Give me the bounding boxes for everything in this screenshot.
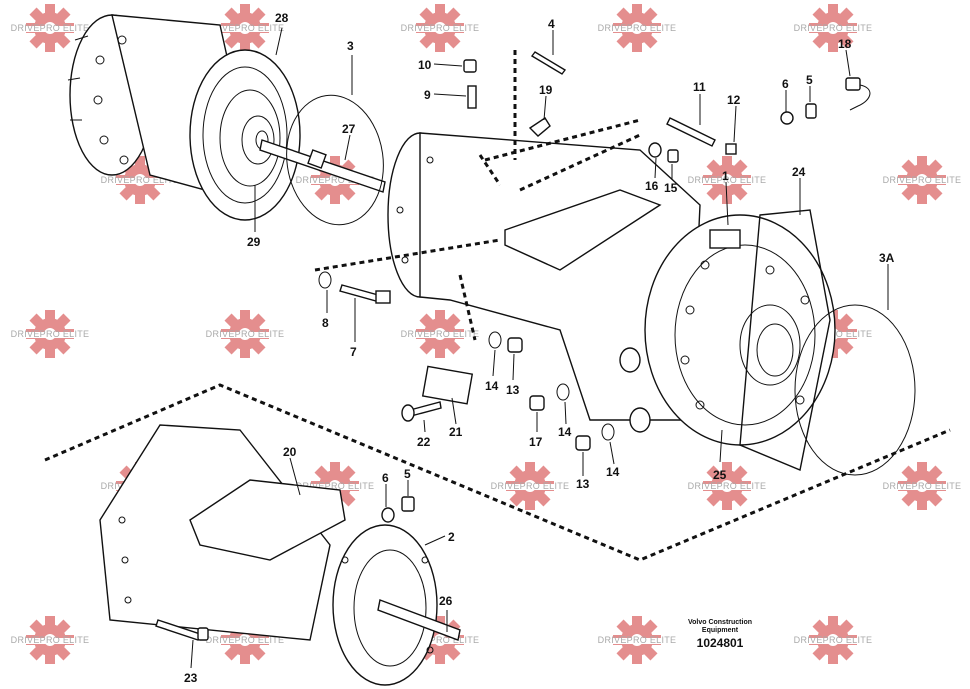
watermark-gear-icon: DRIVEPRO ELITE xyxy=(787,616,879,664)
callout-21: 21 xyxy=(449,425,463,439)
callout-17: 17 xyxy=(529,435,543,449)
watermark-gear-icon: DRIVEPRO ELITE xyxy=(199,4,291,52)
callout-16: 16 xyxy=(645,179,659,193)
callout-1: 1 xyxy=(722,169,729,183)
leader-lines xyxy=(190,27,889,669)
callout-26: 26 xyxy=(439,594,453,608)
watermark-text: DRIVEPRO ELITE xyxy=(401,329,480,339)
watermark-text: DRIVEPRO ELITE xyxy=(206,329,285,339)
brand-line-2: Equipment xyxy=(702,627,739,634)
watermark-text: DRIVEPRO ELITE xyxy=(883,481,962,491)
watermark-gear-icon: DRIVEPRO ELITE xyxy=(4,616,96,664)
callout-2: 2 xyxy=(448,530,455,544)
watermark-gear-icon: DRIVEPRO ELITE xyxy=(876,462,968,510)
watermark-text: DRIVEPRO ELITE xyxy=(296,481,375,491)
watermark-gear-icon: DRIVEPRO ELITE xyxy=(199,616,291,664)
callout-20: 20 xyxy=(283,445,297,459)
watermark-gear-icon: DRIVEPRO ELITE xyxy=(4,4,96,52)
callout-18: 18 xyxy=(838,37,852,51)
watermark-text: DRIVEPRO ELITE xyxy=(688,481,767,491)
callout-6-lower: 6 xyxy=(382,471,389,485)
watermark-text: DRIVEPRO ELITE xyxy=(11,23,90,33)
assembly-dashed-lines xyxy=(44,50,951,562)
o-ring xyxy=(286,94,384,226)
watermark-gear-icon: DRIVEPRO ELITE xyxy=(289,462,381,510)
callout-28: 28 xyxy=(275,11,289,25)
callout-5-upper: 5 xyxy=(806,73,813,87)
watermark-text: DRIVEPRO ELITE xyxy=(491,481,570,491)
watermark-text: DRIVEPRO ELITE xyxy=(794,635,873,645)
callout-14-c: 14 xyxy=(606,465,620,479)
watermark-text: DRIVEPRO ELITE xyxy=(11,329,90,339)
brand-line-1: Volvo Construction xyxy=(688,619,752,626)
wheel-hub xyxy=(67,14,301,221)
watermark-text: DRIVEPRO ELITE xyxy=(296,175,375,185)
callout-15: 15 xyxy=(664,181,678,195)
callout-25: 25 xyxy=(713,468,727,482)
watermark-text: DRIVEPRO ELITE xyxy=(101,175,180,185)
watermark-gear-icon: DRIVEPRO ELITE xyxy=(199,310,291,358)
callout-4: 4 xyxy=(548,17,555,31)
callout-22: 22 xyxy=(417,435,431,449)
callout-11: 11 xyxy=(693,80,706,94)
callout-3a: 3A xyxy=(879,251,895,265)
drive-shaft xyxy=(259,139,386,193)
callout-23: 23 xyxy=(184,671,198,685)
callout-13-b: 13 xyxy=(576,477,590,491)
watermark-gear-icon: DRIVEPRO ELITE xyxy=(484,462,576,510)
callout-14-a: 14 xyxy=(485,379,499,393)
drawing-footer: Volvo Construction Equipment 1024801 xyxy=(688,619,752,650)
axle-housing xyxy=(387,132,836,471)
callout-19: 19 xyxy=(539,83,553,97)
drawing-number: 1024801 xyxy=(697,636,744,650)
small-parts xyxy=(155,51,871,641)
callout-8: 8 xyxy=(322,316,329,330)
callout-9: 9 xyxy=(424,88,431,102)
watermark-gear-icon: DRIVEPRO ELITE xyxy=(394,310,486,358)
callout-6-upper: 6 xyxy=(782,77,789,91)
callout-24: 24 xyxy=(792,165,806,179)
watermark-gear-icon: DRIVEPRO ELITE xyxy=(681,156,773,204)
watermark-text: DRIVEPRO ELITE xyxy=(206,23,285,33)
watermark-text: DRIVEPRO ELITE xyxy=(206,635,285,645)
watermark-gear-icon: DRIVEPRO ELITE xyxy=(289,156,381,204)
watermark-text: DRIVEPRO ELITE xyxy=(794,23,873,33)
watermark-gear-icon: DRIVEPRO ELITE xyxy=(394,616,486,664)
callout-5-lower: 5 xyxy=(404,467,411,481)
watermark-gear-icon: DRIVEPRO ELITE xyxy=(4,310,96,358)
watermark-text: DRIVEPRO ELITE xyxy=(598,23,677,33)
callout-3: 3 xyxy=(347,39,354,53)
watermark-text: DRIVEPRO ELITE xyxy=(883,175,962,185)
watermark-gear-icon: DRIVEPRO ELITE xyxy=(591,616,683,664)
seal-ring xyxy=(794,304,916,476)
watermark-gear-icon: DRIVEPRO ELITE xyxy=(394,4,486,52)
watermark-gear-icon: DRIVEPRO ELITE xyxy=(787,4,879,52)
callout-13-a: 13 xyxy=(506,383,520,397)
callout-labels: 28 3 4 10 9 18 19 11 6 5 12 27 16 15 1 2… xyxy=(184,11,895,685)
watermark-gear-icon: DRIVEPRO ELITE xyxy=(94,156,186,204)
watermark-gear-icon: DRIVEPRO ELITE xyxy=(681,462,773,510)
callout-14-b: 14 xyxy=(558,425,572,439)
callout-7: 7 xyxy=(350,345,357,359)
lower-axle-housing xyxy=(99,424,461,686)
callout-10: 10 xyxy=(418,58,432,72)
watermark-text: DRIVEPRO ELITE xyxy=(598,635,677,645)
watermark-text: DRIVEPRO ELITE xyxy=(401,635,480,645)
watermark-text: DRIVEPRO ELITE xyxy=(688,175,767,185)
watermark-text: DRIVEPRO ELITE xyxy=(11,635,90,645)
callout-29: 29 xyxy=(247,235,261,249)
watermark-text: DRIVEPRO ELITE xyxy=(401,23,480,33)
watermark-gear-icon: DRIVEPRO ELITE xyxy=(876,156,968,204)
watermark-gear-icon: DRIVEPRO ELITE xyxy=(591,4,683,52)
callout-27: 27 xyxy=(342,122,356,136)
callout-12: 12 xyxy=(727,93,741,107)
